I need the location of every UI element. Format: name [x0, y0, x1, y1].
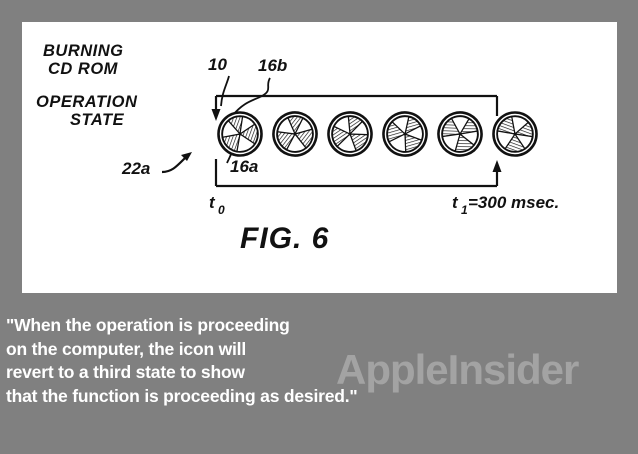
t0-symbol: t: [209, 193, 216, 212]
cd-icon-2: [266, 105, 324, 163]
caption-line-2: on the computer, the icon will: [6, 338, 246, 359]
label-burning: BURNING: [43, 42, 124, 60]
cd-icon-5: [431, 105, 489, 163]
callout-22a-label: 22a: [121, 159, 150, 178]
row-label-burning-cd-rom: BURNING CD ROM OPERATION STATE: [36, 42, 138, 129]
time-label-end: t 1 =300 msec.: [452, 193, 559, 217]
caption-quote: "When the operation is proceeding on the…: [6, 314, 506, 408]
cd-icon-1: [217, 111, 263, 157]
patent-figure-panel: BURNING CD ROM OPERATION STATE 10 16b: [22, 22, 617, 293]
t0-subscript: 0: [218, 203, 225, 217]
callout-22a-arrow: [161, 157, 186, 174]
patent-figure-drawing: BURNING CD ROM OPERATION STATE 10 16b: [36, 42, 559, 255]
t1-symbol: t: [452, 193, 459, 212]
callout-10-label: 10: [208, 55, 227, 74]
t1-subscript: 1: [461, 203, 468, 217]
figure-title: FIG. 6: [240, 222, 329, 255]
caption-line-1: "When the operation is proceeding: [6, 315, 290, 335]
label-cd-rom: CD ROM: [48, 60, 119, 78]
caption-line-4: that the function is proceeding as desir…: [6, 385, 358, 406]
callout-22a-arrowhead: [181, 152, 192, 161]
t1-value: =300 msec.: [468, 193, 559, 212]
cd-icon-6: [492, 111, 538, 157]
cd-icon-row: [217, 102, 538, 166]
bottom-timeline-bracket: [214, 159, 499, 188]
callout-16a-label: 16a: [230, 157, 258, 176]
top-bracket-arrowhead: [211, 109, 221, 121]
cd-icon-3: [318, 102, 382, 166]
appleinsider-watermark: AppleInsider: [336, 346, 579, 393]
time-label-start: t 0: [209, 193, 225, 217]
callout-16b-label: 16b: [258, 56, 287, 75]
label-operation: OPERATION: [36, 93, 138, 111]
caption-line-3: revert to a third state to show: [6, 362, 245, 382]
callout-16b-leader: [232, 77, 271, 116]
cd-icon-4: [373, 102, 437, 166]
label-state: STATE: [70, 111, 125, 129]
bottom-bracket-arrowhead: [492, 160, 502, 172]
callout-10-leader: [220, 75, 230, 107]
